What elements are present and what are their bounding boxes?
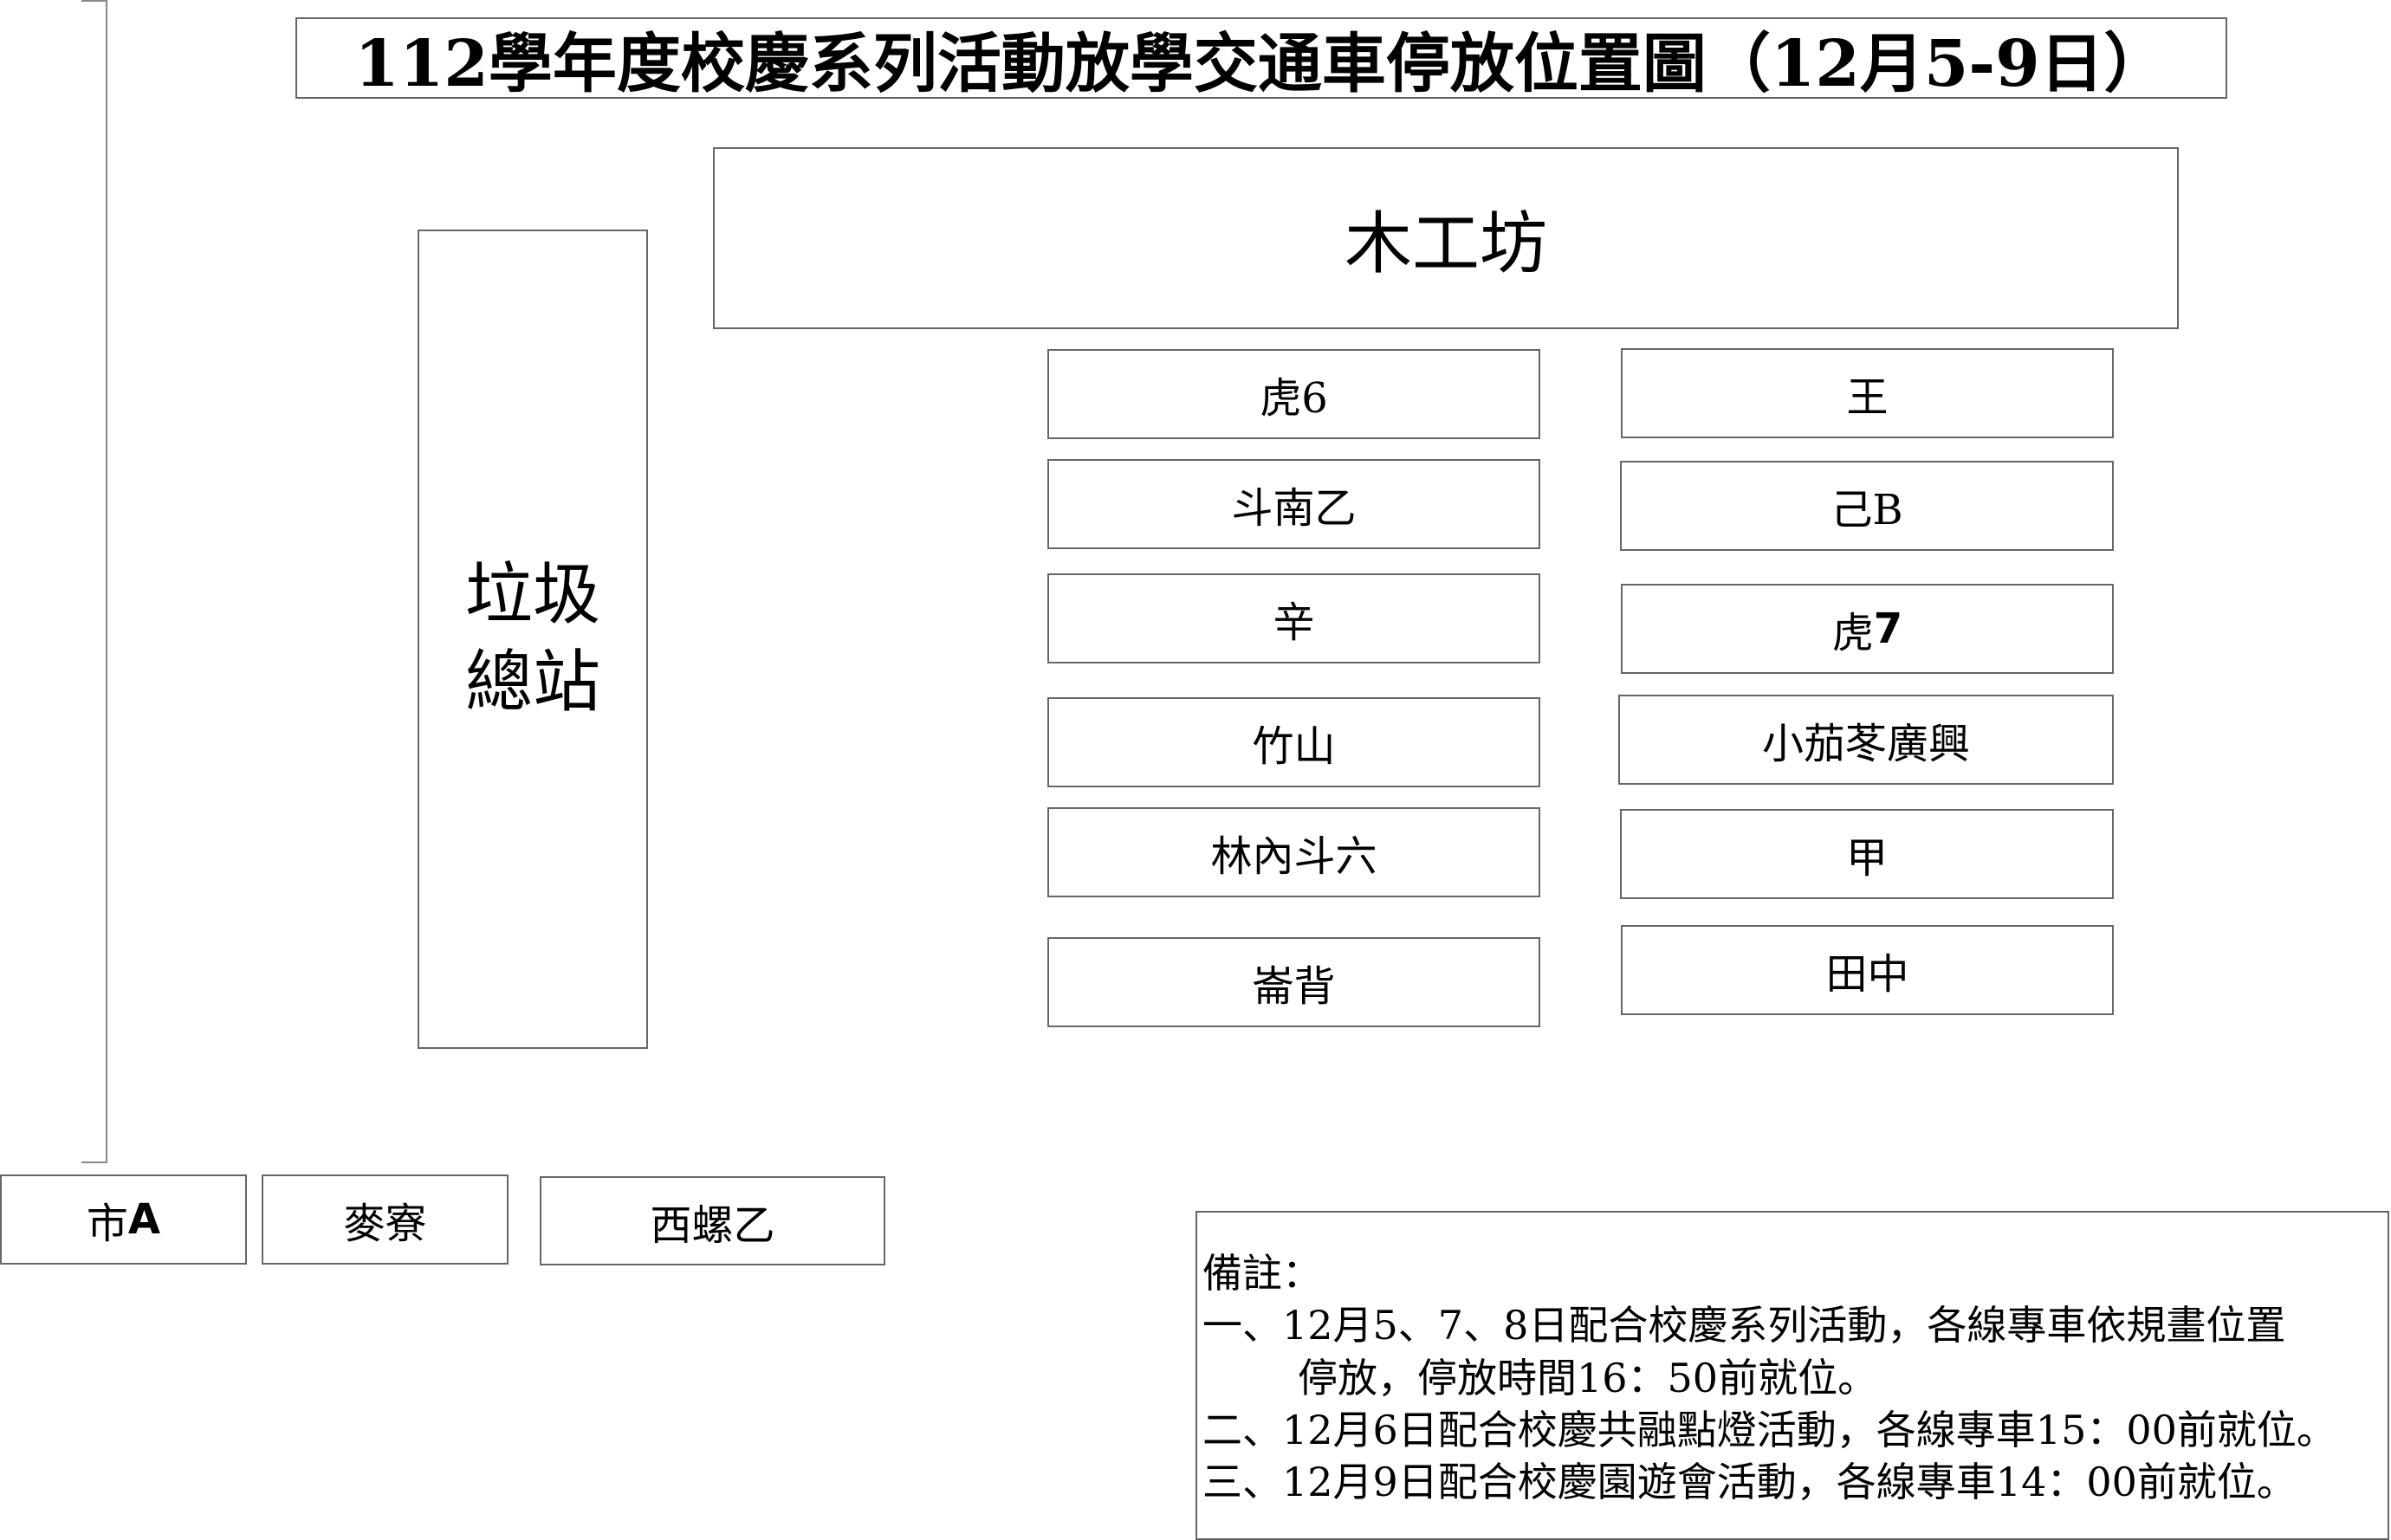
parking-slot-right-5: 甲 [1620,809,2114,899]
parking-slot-right-2: 己B [1620,461,2114,551]
notes-heading: 備註： [1202,1250,1322,1297]
parking-slot-left-1: 虎6 [1047,349,1540,439]
parking-slot-left-6: 崙背 [1047,937,1540,1027]
note-item-3: 三、12月9日配合校慶園遊會活動，各線專車14：00前就位。 [1202,1459,2297,1505]
garbage-label-line1: 垃圾 [464,555,600,634]
garbage-label-line2: 總站 [464,644,600,721]
landmark-workshop: 木工坊 [713,147,2179,329]
parking-slot-left-2: 斗南乙 [1047,459,1540,549]
landmark-garbage-station: 垃圾 總站 [418,230,648,1049]
parking-slot-left-5: 林內斗六 [1047,807,1540,897]
slot-label-prefix: 虎 [1831,609,1874,657]
parking-slot-right-6: 田中 [1621,925,2114,1015]
parking-slot-right-4: 小茄苳廣興 [1618,695,2114,785]
slot-label-number: 7 [1873,605,1903,653]
parking-slot-left-3: 辛 [1047,573,1540,663]
map-title: 112學年度校慶系列活動放學交通車停放位置圖（12月5-9日） [295,17,2227,101]
slot-label-prefix: 市 [86,1200,128,1248]
note-item-1: 一、12月5、7、8日配合校慶系列活動，各線專車依規畫位置 [1202,1302,2286,1349]
notes-box: 備註： 一、12月5、7、8日配合校慶系列活動，各線專車依規畫位置 停放，停放時… [1196,1211,2389,1540]
slot-label-letter: A [127,1195,161,1244]
parking-slot-bottom-3: 西螺乙 [540,1176,885,1265]
parking-slot-bottom-2: 麥寮 [262,1174,509,1265]
parking-slot-right-1: 王 [1621,348,2114,438]
left-bracket-line [81,0,107,1163]
note-item-2: 二、12月6日配合校慶共融點燈活動，各線專車15：00前就位。 [1202,1406,2336,1453]
note-item-1-continued: 停放，停放時間16：50前就位。 [1298,1354,1878,1401]
parking-slot-left-4: 竹山 [1047,697,1540,787]
